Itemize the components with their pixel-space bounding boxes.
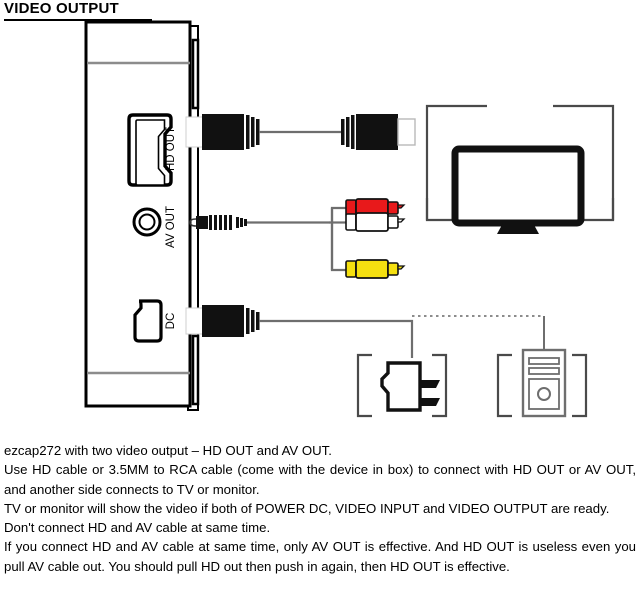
power-prong-top [420, 380, 440, 388]
pc-tower-group [496, 348, 588, 418]
av-cable [189, 206, 346, 272]
page-title-block: VIDEO OUTPUT [4, 0, 164, 21]
power-plug-group [356, 353, 448, 418]
power-prong-bottom [420, 398, 440, 406]
hd-connector-left [202, 114, 244, 150]
description-line-4: Don't connect HD and AV cable at same ti… [4, 520, 271, 536]
tv-bracket-topright [553, 104, 615, 220]
page-title: VIDEO OUTPUT [4, 0, 119, 17]
description-line-5: If you connect HD and AV cable at same t… [4, 539, 636, 574]
hdmi-port-inner [135, 119, 166, 186]
description-line-3: TV or monitor will show the video if bot… [4, 500, 610, 516]
dc-cable-run [259, 319, 414, 358]
pc-power-button [537, 387, 551, 401]
rca-plug-yellow [345, 259, 406, 279]
pc-drive-bay-2 [528, 367, 560, 375]
dc-port [133, 299, 163, 343]
dc-connector [202, 305, 244, 337]
tv-screen [451, 145, 585, 227]
hd-out-label: HD OUT [165, 127, 177, 171]
plug-bracket-left [356, 353, 372, 418]
dc-port-outline [133, 299, 163, 343]
power-plug-body [380, 361, 422, 412]
tv-stand [497, 223, 539, 234]
rca-plug-white [345, 212, 406, 232]
dc-cable [185, 305, 414, 358]
tv-bracket-topleft [425, 104, 487, 220]
hd-out-port [127, 113, 173, 187]
title-underline [4, 19, 152, 21]
device-tab-top [191, 38, 200, 110]
hd-cable [185, 114, 416, 150]
pc-bracket-left [496, 353, 512, 418]
plug-bracket-right [432, 353, 448, 418]
description-line-1: ezcap272 with two video output – HD OUT … [4, 443, 332, 458]
dc-label: DC [165, 313, 177, 330]
video-output-diagram: HD OUT AV OUT DC [0, 18, 640, 436]
description-line-2: Use HD cable or 3.5MM to RCA cable (come… [4, 462, 636, 497]
description-text: ezcap272 with two video output – HD OUT … [4, 441, 636, 576]
hd-connector-right [356, 114, 398, 150]
pc-front-panel [528, 378, 560, 410]
tv-monitor-group [425, 104, 615, 234]
av-out-label: AV OUT [165, 206, 177, 248]
pc-drive-bay-1 [528, 357, 560, 365]
pc-bracket-right [572, 353, 588, 418]
av-out-port [132, 207, 162, 237]
device-tab-bottom [191, 334, 200, 406]
av-plug-tip [196, 216, 208, 229]
